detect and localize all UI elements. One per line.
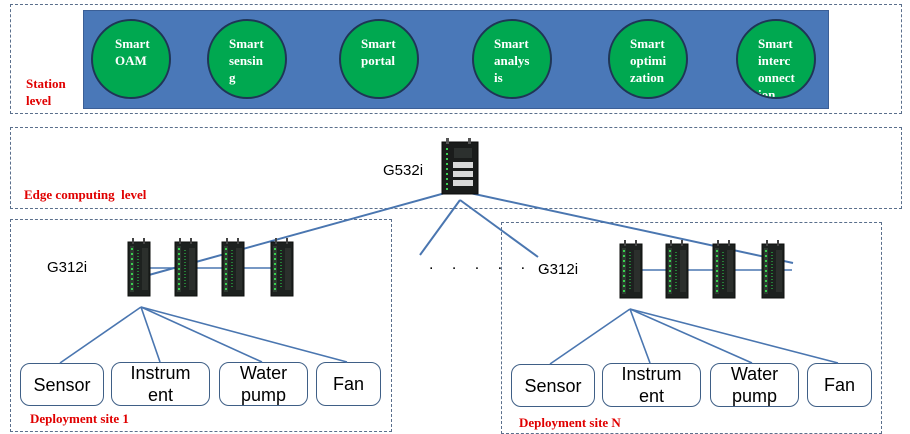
edge-gateway-label: G532i [383,162,424,179]
site-1-gateway-label: G312i [47,259,88,276]
app-circle-smart-analysis: Smart analysis [472,19,552,99]
station-level-box [10,4,902,114]
app-circle-smart-sensing: Smart sensing [207,19,287,99]
app-circle-smart-portal: Smart portal [339,19,419,99]
site-n-instrument-label: Instrument [621,364,682,406]
site-1-gateway-icons [127,237,294,297]
site-n-links [549,269,839,365]
site-n-water-pump-box: Water pump [710,363,799,407]
app-circle-smart-interconnection: Smart interconnection [736,19,816,99]
deployment-site-n-label: Deployment site N [519,415,621,430]
site-n-gateway-icons [619,239,785,299]
site-1-sensor-box: Sensor [20,363,104,406]
site-n-fan-box: Fan [807,363,872,407]
site-1-instrument-box: Instrument [111,362,210,406]
app-circle-smart-optimization: Smart optimization [608,19,688,99]
site-1-links [59,267,348,364]
site-1-sensor-label: Sensor [33,374,91,395]
edge-level-box [10,127,902,209]
edge-level-label: Edge computing level [24,187,147,202]
ellipsis-dots: . . . . . . [429,256,555,273]
site-1-instrument-label: Instrument [130,363,191,405]
site-n-fan-label: Fan [823,375,856,395]
site-n-sensor-label: Sensor [524,375,582,396]
site-n-water-pump-label: Water pump [730,364,779,406]
site-n-instrument-box: Instrument [602,363,701,407]
site-1-water-pump-box: Water pump [219,362,308,406]
site-1-water-pump-label: Water pump [239,363,288,405]
site-n-sensor-box: Sensor [511,364,595,407]
g532i-device-icon [441,138,479,195]
station-level-label: Station level [26,76,66,108]
app-circle-smart-oam: Smart OAM [91,19,171,99]
deployment-site-1-label: Deployment site 1 [30,411,129,426]
smart-apps-banner: Smart OAM Smart sensing Smart portal Sma… [83,10,829,109]
site-1-fan-label: Fan [332,374,365,394]
deployment-site-1-box [10,219,392,432]
site-1-fan-box: Fan [316,362,381,406]
site-n-gateway-label: G312i [538,261,579,278]
